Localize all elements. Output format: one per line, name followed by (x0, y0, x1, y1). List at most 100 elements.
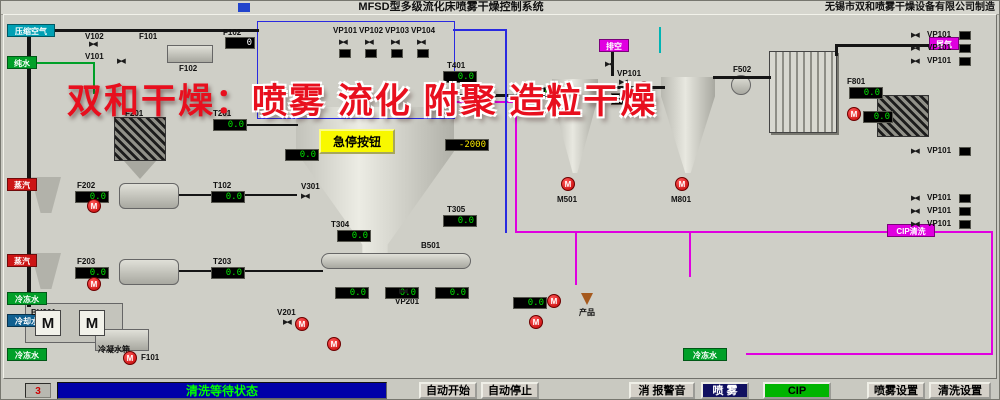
compressor-icon: M (35, 310, 61, 336)
instrument-label: VP101 (617, 69, 642, 78)
motor-icon[interactable]: M (123, 351, 137, 365)
instrument-label: F101 (139, 32, 158, 41)
value-display (959, 207, 971, 216)
pipe (575, 233, 577, 285)
heat-exchanger-1 (119, 183, 179, 209)
value-display (959, 57, 971, 66)
stream-tag: 蒸汽 (7, 254, 37, 267)
value-display: 0.0 (611, 93, 645, 105)
valve-icon[interactable]: ▶◀ (911, 148, 920, 155)
pipe (27, 29, 31, 307)
valve-icon[interactable]: ▶◀ (117, 58, 126, 65)
clean-settings-button[interactable]: 清洗设置 (929, 382, 991, 399)
valve-icon[interactable]: ▶◀ (283, 319, 292, 326)
valve-icon[interactable]: ▶◀ (605, 61, 614, 68)
pipe (505, 29, 507, 233)
instrument-label: T201 (213, 109, 232, 118)
value-display (959, 220, 971, 229)
value-display: 0.0 (443, 215, 477, 227)
instrument-label: V102 (85, 32, 104, 41)
motor-icon[interactable]: M (529, 315, 543, 329)
valve-icon[interactable]: ▶◀ (911, 208, 920, 215)
value-display: 0.0 (863, 111, 893, 123)
motor-icon[interactable]: M (847, 107, 861, 121)
valve-icon[interactable]: ▶◀ (911, 195, 920, 202)
motor-icon[interactable]: M (637, 81, 651, 95)
valve-icon[interactable]: ▶◀ (417, 39, 426, 46)
motor-icon[interactable]: M (87, 199, 101, 213)
instrument-label: VP101 (927, 219, 952, 228)
value-display (339, 49, 351, 58)
pipe (451, 101, 517, 103)
instrument-label: F202 (77, 181, 96, 190)
value-display: 0.0 (285, 149, 319, 161)
value-display: 0.0 (213, 119, 247, 131)
value-display (959, 147, 971, 156)
motor-icon[interactable]: M (87, 277, 101, 291)
instrument-label: T401 (447, 61, 466, 70)
instrument-label: VP104 (411, 26, 436, 35)
valve-icon[interactable]: ▶◀ (391, 39, 400, 46)
value-display: 0.0 (385, 287, 419, 299)
stream-tag: 压缩空气 (7, 24, 55, 37)
stream-tag: 纯水 (7, 56, 37, 69)
stream-tag: 冷冻水 (7, 292, 47, 305)
motor-icon[interactable]: M (561, 177, 575, 191)
stream-tag: CIP清洗 (887, 224, 935, 237)
motor-icon[interactable]: M (547, 294, 561, 308)
value-display (959, 194, 971, 203)
cip-button[interactable]: CIP (763, 382, 831, 399)
motor-icon[interactable]: M (295, 317, 309, 331)
pipe (246, 124, 298, 126)
instrument-label: T203 (213, 257, 232, 266)
mute-alarm-button[interactable]: 消 报警音 (629, 382, 695, 399)
instrument-label: F801 (847, 77, 866, 86)
spray-settings-button[interactable]: 喷雾设置 (867, 382, 925, 399)
pipe (515, 101, 517, 231)
valve-icon[interactable]: ▶◀ (911, 58, 920, 65)
auto-start-button[interactable]: 自动开始 (419, 382, 477, 399)
pipe (453, 29, 507, 31)
value-display (417, 49, 429, 58)
motor-icon[interactable]: M (675, 177, 689, 191)
instrument-label: 产品 (579, 308, 595, 317)
stream-tag: 冷冻水 (7, 348, 47, 361)
product-arrow-icon (581, 293, 593, 305)
pipe (53, 29, 259, 32)
valve-icon[interactable]: ▶◀ (399, 288, 408, 295)
condenser-left-cone (124, 161, 156, 179)
valve-icon[interactable]: ▶◀ (339, 39, 348, 46)
value-display: 0.0 (211, 267, 245, 279)
valve-icon[interactable]: ▶◀ (365, 39, 374, 46)
auto-stop-button[interactable]: 自动停止 (481, 382, 539, 399)
selection-outline (257, 21, 455, 119)
value-display (959, 31, 971, 40)
stream-tag: 尾气 (929, 37, 959, 50)
spray-button[interactable]: 喷 雾 (701, 382, 749, 399)
pipe (746, 353, 993, 355)
heater-f102 (167, 45, 213, 63)
emergency-stop-button[interactable]: 急停按钮 (319, 129, 395, 154)
motor-icon[interactable]: M (327, 337, 341, 351)
instrument-label: VP101 (927, 43, 952, 52)
valve-icon[interactable]: ▶◀ (301, 193, 310, 200)
pipe (689, 233, 691, 277)
value-display (959, 44, 971, 53)
value-display: 0.0 (337, 230, 371, 242)
pipe (611, 52, 614, 76)
instrument-label: M801 (671, 195, 692, 204)
value-display: 0 (225, 37, 255, 49)
instrument-label: V301 (301, 182, 320, 191)
instrument-label: B501 (421, 241, 441, 250)
value-display: 0.0 (435, 287, 469, 299)
instrument-label: VP102 (359, 26, 384, 35)
instrument-label: V101 (85, 52, 104, 61)
valve-icon[interactable]: ▶◀ (911, 221, 920, 228)
value-display: 0.0 (849, 87, 883, 99)
valve-icon[interactable]: ▶◀ (911, 45, 920, 52)
valve-icon[interactable]: ▶◀ (89, 41, 98, 48)
bag-filter (769, 51, 837, 133)
valve-icon[interactable]: ▶◀ (911, 32, 920, 39)
valve-icon[interactable]: ▶◀ (619, 79, 628, 86)
